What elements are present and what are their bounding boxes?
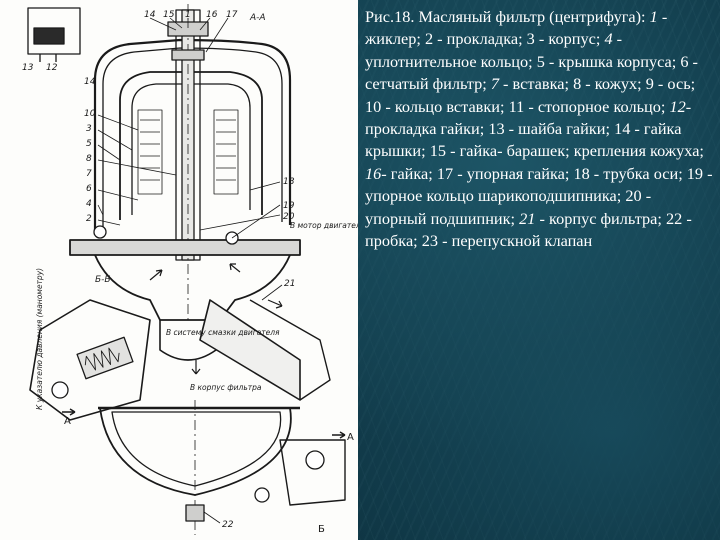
callout-4: 4	[86, 199, 92, 209]
caption-run: Рис.18. Масляный фильтр (центрифуга):	[365, 7, 650, 26]
callout-22: 22	[222, 520, 234, 530]
cover-nut	[171, 49, 205, 61]
filter-cover-outline	[93, 38, 292, 235]
section-arrow-a-right: А	[347, 432, 354, 443]
figure-caption: Рис.18. Масляный фильтр (центрифуга): 1 …	[365, 6, 715, 252]
callout-1: 1	[185, 10, 191, 20]
callout-20: 20	[283, 212, 295, 222]
callout-12: 12	[46, 63, 58, 73]
caption-run: - жиклер; 2 - прокладка; 3 - корпус;	[365, 7, 668, 49]
callout-3: 3	[86, 124, 92, 134]
callout-8: 8	[86, 154, 92, 164]
callout-16: 16	[206, 10, 218, 20]
caption-run: 12	[669, 96, 686, 116]
callout-21: 21	[284, 279, 295, 289]
caption-run: - корпус фильтра; 22 - пробка; 23 - пере…	[365, 208, 692, 251]
callout-5: 5	[86, 139, 92, 149]
callout-17: 17	[226, 10, 238, 20]
callout-left-14: 14	[84, 77, 96, 87]
callout-2: 2	[86, 214, 92, 224]
caption-run: - уплотнительное кольцо; 5 - крышка корп…	[365, 29, 698, 94]
callout-13: 13	[22, 63, 34, 73]
filter-body	[94, 254, 291, 321]
bypass-valve-section	[29, 299, 151, 421]
caption-run: 21	[519, 208, 540, 228]
section-arrow-a-left: А	[64, 416, 71, 427]
callout-6: 6	[86, 184, 92, 194]
note-lubrication: В систему смазки двигателя	[166, 328, 280, 337]
callout-7: 7	[86, 169, 92, 179]
section-arrow-b: Б	[318, 524, 325, 535]
caption-run: - вставка; 8 - кожух; 9 - ось; 10 - коль…	[365, 74, 696, 116]
caption-run: 16	[365, 163, 382, 183]
inset-detail-section	[33, 27, 65, 45]
section-label-aa: А-А	[249, 13, 266, 23]
callout-10: 10	[84, 109, 96, 119]
note-filter-body: В корпус фильтра	[190, 383, 262, 392]
base-flange	[69, 239, 301, 256]
inset-detail-frame	[27, 7, 81, 55]
caption-run: - прокладка гайки; 13 - шайба гайки; 14 …	[365, 96, 704, 161]
note-pressure-gauge: К указателю давления (манометру)	[35, 268, 44, 410]
caption-run: 7	[490, 74, 499, 94]
caption-run: - гайка; 17 - упорная гайка; 18 - трубка…	[365, 163, 713, 228]
caption-run: 4	[604, 29, 613, 49]
filter-cover-inner	[102, 47, 283, 230]
section-label-bb: Б-Б	[95, 275, 111, 285]
mesh-filter	[137, 109, 239, 195]
technical-drawing: А-А Б-Б 14 15 1 16 17 13 12 14 10 3 5 8 …	[22, 4, 358, 535]
caption-run: 1	[649, 7, 658, 26]
callout-14: 14	[144, 10, 156, 20]
callout-18: 18	[283, 177, 295, 187]
callout-19: 19	[283, 201, 295, 211]
drain-plug	[185, 504, 205, 522]
note-to-engine: В мотор двигателя	[290, 221, 358, 230]
callout-15: 15	[163, 10, 175, 20]
oil-filter-drawing: А-А Б-Б 14 15 1 16 17 13 12 14 10 3 5 8 …	[0, 0, 358, 540]
